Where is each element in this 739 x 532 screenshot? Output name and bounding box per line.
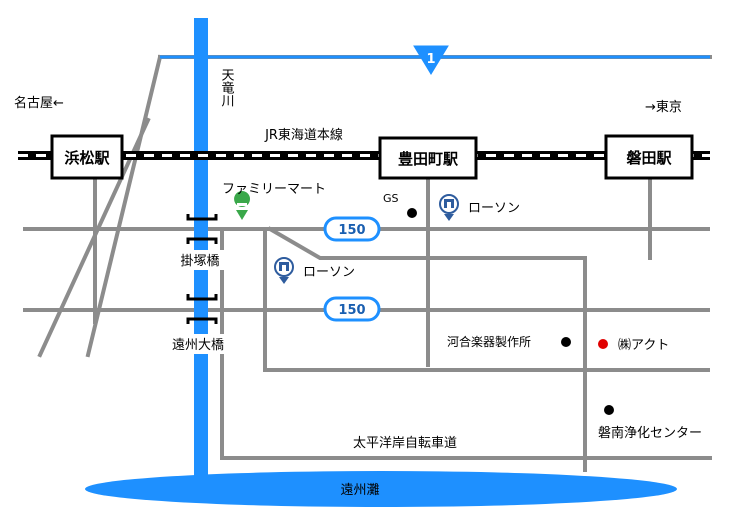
road-150-diagonal	[267, 226, 587, 472]
kawai-label: 河合楽器製作所	[447, 334, 531, 349]
route-1-marker: 1	[413, 45, 449, 75]
lawson-label-2: ローソン	[303, 265, 355, 280]
bridge-marks	[186, 214, 218, 324]
direction-east: →東京	[645, 99, 682, 115]
bridge-kakezuka-label: 掛塚橋	[180, 254, 219, 269]
kawai-marker	[561, 337, 571, 347]
sea-enshunada	[85, 471, 677, 507]
station-iwata: 磐田駅	[604, 134, 694, 180]
route-150-badge-north: 150	[323, 216, 381, 242]
gs-marker	[407, 208, 417, 218]
road-diagonal-west	[85, 54, 163, 358]
direction-west: 名古屋←	[14, 95, 64, 111]
lawson-icon-1	[439, 194, 459, 221]
railway-label: JR東海道本線	[264, 127, 343, 143]
lawson-icon-2	[274, 257, 294, 284]
familymart-label: ファミリーマート	[222, 182, 326, 197]
route-150-badge-south: 150	[323, 296, 381, 322]
gs-label: GS	[383, 192, 399, 205]
svg-text:150: 150	[338, 223, 365, 238]
act-marker	[598, 339, 608, 349]
river-label: 天竜川	[219, 68, 235, 107]
iwata-jouka-marker	[604, 405, 614, 415]
cycling-road-label: 太平洋岸自転車道	[353, 436, 457, 451]
svg-text:豊田町駅: 豊田町駅	[398, 150, 459, 168]
railway-jr-tokaido	[18, 151, 710, 160]
svg-text:浜松駅: 浜松駅	[64, 149, 110, 167]
lawson-label-1: ローソン	[468, 201, 520, 216]
svg-text:1: 1	[426, 52, 435, 67]
iwata-jouka-label: 磐南浄化センター	[598, 425, 702, 441]
station-hamamatsu: 浜松駅	[50, 134, 124, 180]
svg-text:磐田駅: 磐田駅	[625, 149, 672, 167]
bridge-enshu-ohashi-label: 遠州大橋	[172, 338, 224, 353]
act-label: ㈱アクト	[618, 338, 669, 353]
familymart-icon	[234, 191, 251, 220]
station-toyodacho: 豊田町駅	[378, 136, 478, 180]
sea-label: 遠州灘	[340, 483, 379, 498]
svg-text:150: 150	[338, 303, 365, 318]
